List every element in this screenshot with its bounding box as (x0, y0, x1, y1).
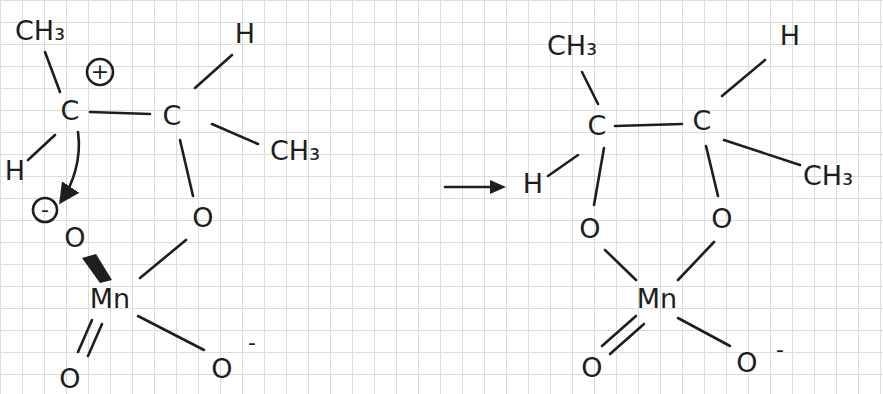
atom-label: H (523, 170, 543, 197)
atom-label: CH₃ (547, 32, 597, 59)
atom-label: H (235, 20, 255, 47)
atom-label: CH₃ (803, 162, 853, 189)
atom-label: Mn (90, 285, 130, 312)
atom-label: C (588, 112, 607, 139)
atom-label: C (61, 97, 80, 124)
atom-label: O (711, 205, 732, 232)
atom-label: O (581, 354, 602, 381)
atom-label: - (776, 339, 784, 361)
atom-label: O (192, 204, 213, 231)
atom-label: O (211, 355, 232, 382)
atom-label: H (780, 22, 800, 49)
atom-label: CH₃ (270, 137, 320, 164)
atom-label: O (64, 224, 85, 251)
atom-label: C (163, 102, 182, 129)
atom-label: CH₃ (15, 17, 65, 44)
atom-label: - (41, 199, 49, 221)
atom-label: O (579, 215, 600, 242)
atom-label: O (736, 349, 757, 376)
atom-label: C (693, 107, 712, 134)
atom-label: O (59, 365, 80, 392)
atom-label: - (248, 332, 256, 354)
atom-label: Mn (637, 285, 677, 312)
atom-label: + (91, 61, 109, 83)
atom-label: H (5, 157, 25, 184)
